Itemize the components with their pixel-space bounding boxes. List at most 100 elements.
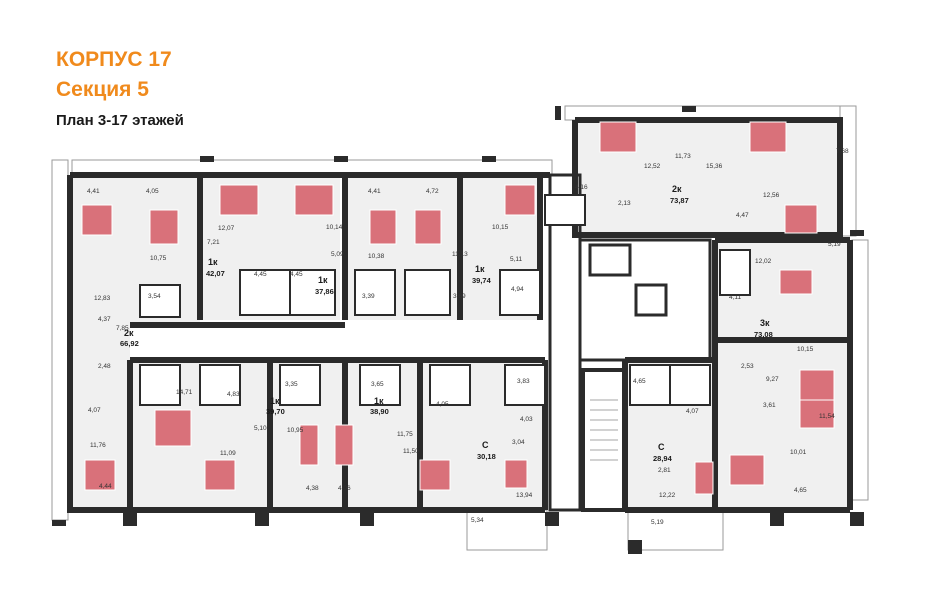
apartment-type-label: 3к: [760, 318, 770, 328]
room-area: 4,38: [306, 485, 319, 492]
room-area: 12,22: [659, 492, 676, 499]
core: [130, 173, 712, 512]
room-area: 2,48: [98, 363, 111, 370]
room-area: 3,54: [148, 293, 161, 300]
room-area: 4,05: [146, 188, 159, 195]
apartment-type-label: С: [658, 442, 665, 452]
room-area: 10,38: [368, 253, 385, 260]
room-area: 3,61: [763, 402, 776, 409]
room-area: 11,75: [397, 431, 413, 438]
apartment-area-label: 73,87: [670, 196, 689, 205]
room-area: 4,16: [575, 184, 588, 191]
room-area: 5,19: [651, 519, 664, 526]
room-area: 4,07: [88, 407, 101, 414]
room-area: 5,09: [331, 251, 344, 258]
room-area: 13,94: [516, 492, 533, 499]
room-area: 5,34: [471, 517, 484, 524]
room-area: 4,41: [368, 188, 381, 195]
room-area: 11,09: [220, 450, 236, 457]
room-area: 10,15: [492, 224, 509, 231]
room-area: 9,27: [766, 376, 779, 383]
room-area: 10,75: [150, 255, 167, 262]
room-area: 11,50: [403, 448, 419, 455]
apartment-labels: 1к 42,07 1к 37,86 1к 39,74 2к 73,87 2к 6…: [120, 184, 773, 463]
apartment-1k-3970: 1к 39,70: [266, 396, 285, 416]
room-area: 4,72: [426, 188, 439, 195]
room-area: 3,69: [453, 293, 466, 300]
room-area: 14,71: [176, 389, 193, 396]
building-title: КОРПУС 17: [56, 48, 172, 71]
apartment-area-label: 39,70: [266, 407, 285, 416]
section-title: Секция 5: [56, 78, 149, 101]
apartment-2k-7387: 2к 73,87: [670, 184, 689, 205]
room-area: 12,07: [218, 225, 235, 232]
room-area: 4,83: [227, 391, 240, 398]
apartment-area-label: 66,92: [120, 339, 139, 348]
room-area: 12,56: [763, 192, 780, 199]
room-area: 4,45: [254, 271, 267, 278]
apartment-area-label: 39,74: [472, 276, 492, 285]
room-area: 10,14: [326, 224, 343, 231]
apartment-type-label: 1к: [374, 396, 384, 406]
apartment-type-label: 1к: [475, 264, 485, 274]
room-area: 4,65: [794, 487, 807, 494]
room-area: 11,76: [90, 442, 106, 449]
room-area-labels: 4,41 4,05 12,07 7,21 10,75 3,54 12,83 4,…: [87, 148, 849, 526]
room-area: 12,83: [94, 295, 111, 302]
apartment-area-label: 30,18: [477, 452, 496, 461]
furniture: [81, 121, 835, 495]
apartment-type-label: 1к: [208, 257, 218, 267]
bathrooms: [139, 194, 751, 406]
room-area: 3,35: [285, 381, 298, 388]
room-area: 4,05: [436, 401, 449, 408]
apartment-area-label: 73,08: [754, 330, 773, 339]
room-area: 5,10: [254, 425, 267, 432]
room-area: 2,81: [658, 467, 671, 474]
room-area: 3,83: [517, 378, 530, 385]
room-area: 4,44: [99, 483, 112, 490]
room-area: 4,45: [290, 271, 303, 278]
room-area: 4,07: [686, 408, 699, 415]
apartment-1k-4207: 1к 42,07: [206, 257, 225, 278]
apartment-type-label: 2к: [124, 328, 134, 338]
room-area: 11,73: [675, 153, 691, 160]
room-area: 7,21: [207, 239, 220, 246]
room-area: 11,13: [452, 251, 468, 258]
room-area: 10,01: [790, 449, 807, 456]
room-area: 4,41: [87, 188, 100, 195]
apartment-type-label: 2к: [672, 184, 682, 194]
room-area: 4,03: [520, 416, 533, 423]
room-area: 5,11: [510, 256, 523, 263]
apartment-2k-6692: 2к 66,92: [120, 328, 139, 348]
balconies: [51, 105, 869, 551]
room-area: 10,95: [287, 427, 304, 434]
room-area: 4,06: [338, 485, 351, 492]
apartment-1k-3890: 1к 38,90: [370, 396, 389, 416]
room-area: 7,68: [836, 148, 849, 155]
apartment-c-3018: С 30,18: [477, 440, 496, 461]
apartment-type-label: 1к: [318, 275, 328, 285]
room-area: 10,15: [797, 346, 814, 353]
plan-subtitle: План 3-17 этажей: [56, 112, 184, 129]
apartment-area-label: 37,86: [315, 287, 334, 296]
room-area: 15,36: [706, 163, 723, 170]
room-area: 4,94: [511, 286, 524, 293]
apartment-1k-3974: 1к 39,74: [472, 264, 492, 285]
room-area: 4,65: [633, 378, 646, 385]
apartment-type-label: 1к: [270, 396, 280, 406]
room-area: 12,02: [755, 258, 772, 265]
room-area: 2,13: [618, 200, 631, 207]
room-area: 4,11: [729, 294, 742, 301]
windows: [52, 106, 864, 554]
room-area: 12,52: [644, 163, 661, 170]
room-area: 4,37: [98, 316, 111, 323]
room-area: 3,39: [362, 293, 375, 300]
apartment-area-label: 42,07: [206, 269, 225, 278]
room-area: 4,47: [736, 212, 749, 219]
room-area: 7,85: [116, 325, 129, 332]
room-area: 3,04: [512, 439, 525, 446]
apartment-c-2894: С 28,94: [653, 442, 673, 463]
apartment-type-label: С: [482, 440, 489, 450]
apartment-area-label: 38,90: [370, 407, 389, 416]
